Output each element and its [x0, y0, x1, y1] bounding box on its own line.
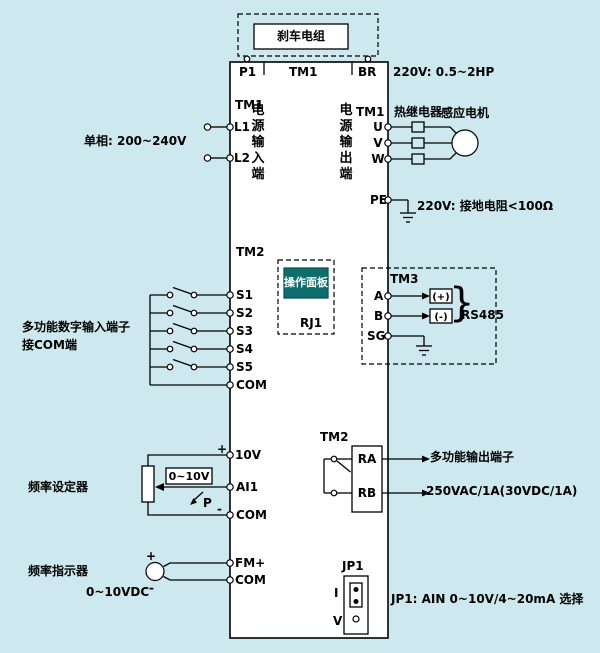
terminal-b: B [374, 309, 384, 323]
switch-icon [166, 286, 198, 299]
rs485-brace: } [449, 280, 475, 326]
analog-minus-sign: - [217, 502, 222, 516]
power-output-wiring [384, 121, 479, 165]
terminal-s3: S3 [236, 324, 253, 338]
terminal-w: W [371, 152, 385, 166]
relay-output-note-1: 多功能输出端子 [430, 450, 515, 464]
terminal-ra: RA [357, 452, 377, 466]
potentiometer-icon [141, 465, 155, 503]
terminal-fm: FM+ [235, 556, 266, 570]
jumper-block [343, 575, 369, 635]
terminal-block-tm2: TM2 [236, 245, 265, 259]
terminal-block-tm1-top: TM1 [289, 65, 318, 79]
rs485-label: RS485 [461, 308, 504, 322]
wiper-arrow-icon [155, 483, 164, 491]
terminal-p1: P1 [239, 65, 257, 79]
relay-output-wiring [323, 445, 430, 513]
terminal-rb: RB [357, 486, 377, 500]
meter-icon [145, 561, 165, 582]
rs485-minus-label: (-) [434, 312, 448, 323]
digital-input-wiring [149, 286, 234, 389]
terminal-l1: L1 [234, 120, 250, 134]
terminal-block-tm1-left: TM1 [235, 98, 264, 112]
pe-ground-wiring [384, 196, 416, 223]
brake-resistor-unit [237, 13, 379, 63]
terminal-block-tm1-right: TM1 [356, 105, 385, 119]
terminal-v: V [373, 136, 383, 150]
terminal-s4: S4 [236, 342, 253, 356]
terminal-u: U [373, 120, 383, 134]
power-input-wiring [203, 123, 234, 162]
jp1-selection-note: JP1: AIN 0~10V/4~20mA 选择 [391, 592, 584, 606]
terminal-s2: S2 [236, 306, 253, 320]
rj1-connector-label: RJ1 [300, 316, 323, 330]
terminal-ai1: AI1 [236, 480, 259, 494]
jp1-position-i: I [334, 586, 339, 600]
rs485-plus-label: (+) [432, 292, 450, 303]
terminal-com-meter: COM [235, 573, 266, 587]
frequency-setter-label: 频率设定器 [28, 480, 89, 494]
relay-contact-icon [323, 455, 352, 497]
switch-icon [166, 322, 198, 335]
motor-icon [451, 129, 479, 157]
terminal-10v: 10V [235, 448, 261, 462]
arrow-right-icon [422, 489, 430, 497]
switch-icon [166, 304, 198, 317]
terminal-l2: L2 [234, 151, 250, 165]
switch-icon [166, 340, 198, 353]
pot-arrow-icon [190, 498, 197, 505]
brake-rating-note: 220V: 0.5~2HP [393, 65, 495, 79]
thermal-relay-label: 热继电器 [394, 105, 443, 119]
meter-minus-sign: - [149, 581, 154, 595]
terminal-block-tm2-relay: TM2 [320, 430, 349, 444]
terminal-s1: S1 [236, 288, 253, 302]
terminal-pe: PE [370, 193, 387, 207]
operation-panel [277, 259, 335, 335]
terminal-a: A [374, 289, 384, 303]
arrow-right-icon [422, 455, 430, 463]
analog-input-wiring [141, 451, 234, 519]
thermal-relay-icon [411, 121, 425, 165]
meter-range-label: 0~10VDC [86, 585, 150, 599]
analog-range-label: 0~10V [168, 470, 210, 483]
digital-input-note-2: 接COM端 [22, 338, 77, 352]
jp1-label: JP1 [342, 559, 364, 573]
jp1-position-v: V [333, 614, 343, 628]
arrow-right-icon [422, 292, 430, 300]
meter-plus-sign: + [146, 549, 157, 563]
operation-panel-label: 操作面板 [284, 276, 328, 289]
arrow-right-icon [422, 312, 430, 320]
terminal-br: BR [358, 65, 377, 79]
ground-icon [400, 212, 416, 223]
meter-output-wiring [145, 559, 234, 584]
analog-plus-sign: + [217, 442, 228, 456]
terminal-s5: S5 [236, 360, 253, 374]
input-phase-note: 单相: 200~240V [84, 134, 187, 148]
brake-unit-label: 刹车电组 [276, 29, 325, 43]
relay-output-note-2: 250VAC/1A(30VDC/1A) [426, 484, 578, 498]
jumper-cap-icon [349, 582, 363, 608]
pot-label: P [203, 496, 212, 510]
comm-wiring [361, 267, 497, 365]
switch-icon [166, 358, 198, 371]
motor-label: 感应电机 [441, 106, 490, 120]
power-input-vertical-label: 电源输入端 [251, 103, 265, 182]
ground-icon [416, 345, 432, 356]
frequency-indicator-label: 频率指示器 [28, 564, 89, 578]
terminal-sg: SG [367, 329, 386, 343]
digital-input-note-1: 多功能数字输入端子 [22, 320, 131, 334]
terminal-block-tm3: TM3 [390, 272, 419, 286]
power-output-vertical-label: 电源输出端 [339, 103, 353, 182]
terminal-com-analog: COM [236, 508, 267, 522]
ground-resistance-note: 220V: 接地电阻<100Ω [417, 199, 554, 213]
terminal-com-digital: COM [236, 378, 267, 392]
